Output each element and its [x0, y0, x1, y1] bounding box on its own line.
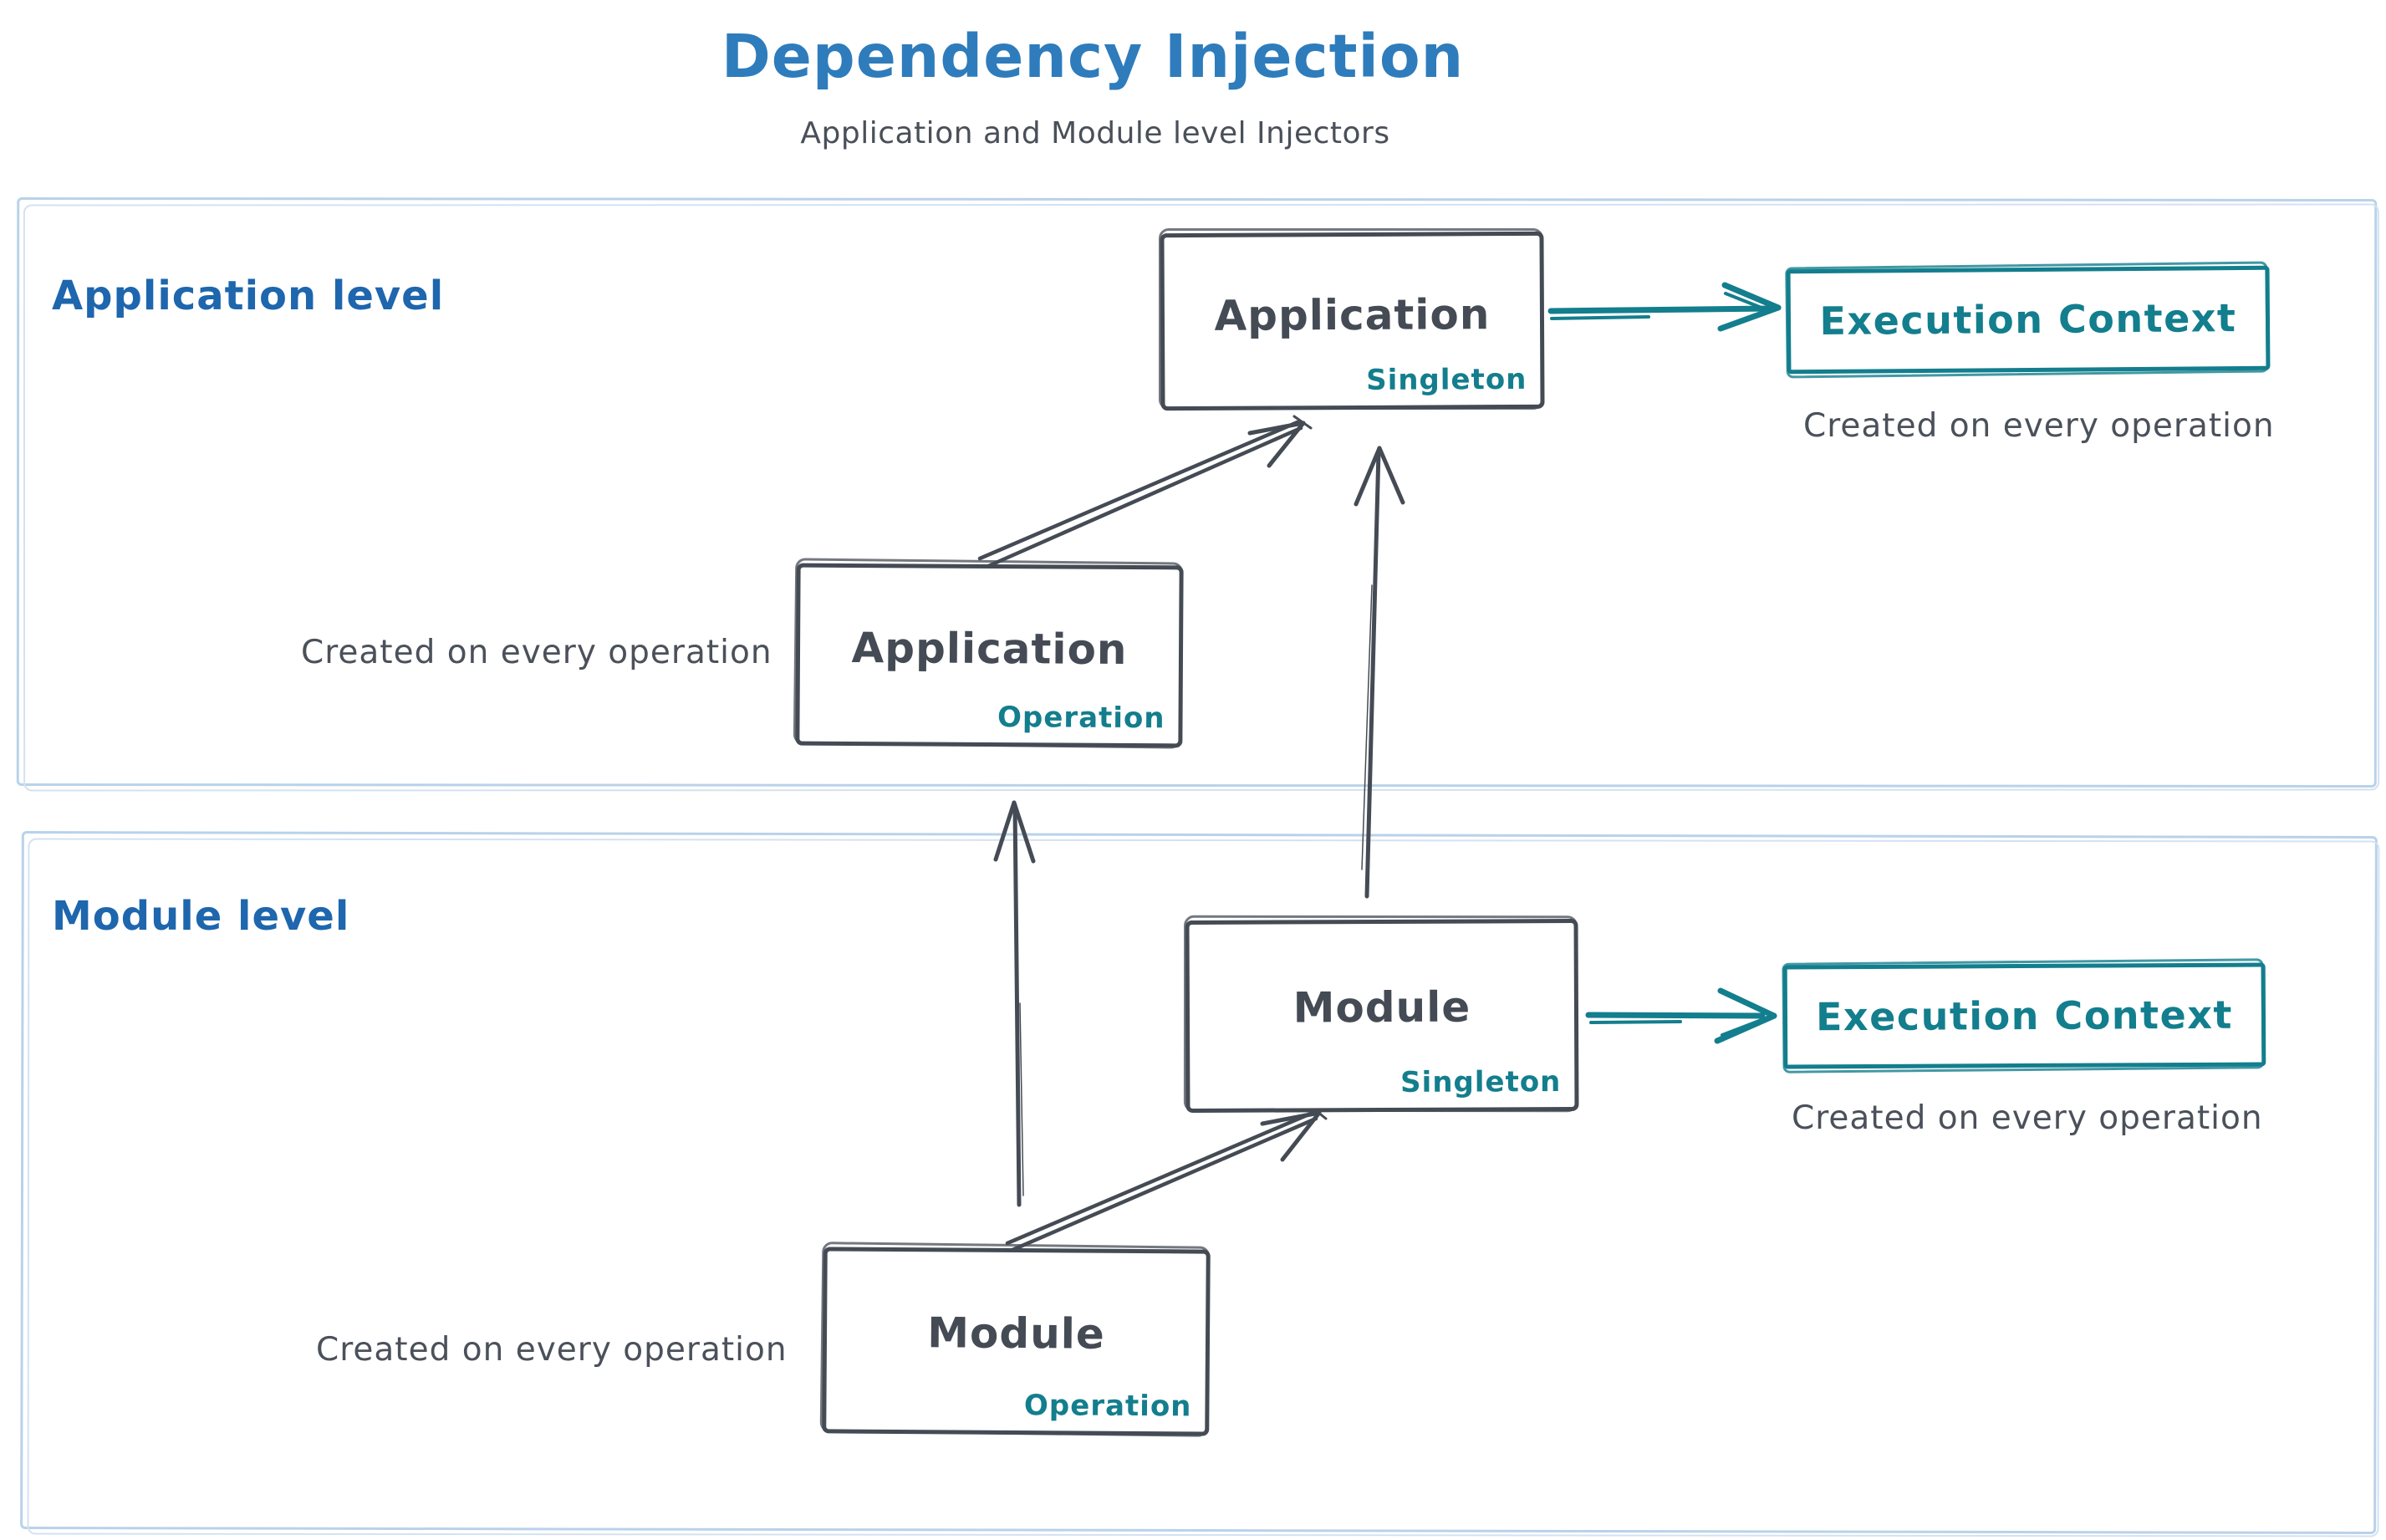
node-title: Module	[927, 1308, 1106, 1359]
node-title: Module	[1292, 982, 1471, 1033]
application-execution-context-caption: Created on every operation	[1803, 407, 2275, 445]
application-singleton-box: Application Singleton	[1160, 231, 1545, 411]
module-execution-context-box: Execution Context	[1782, 962, 2266, 1069]
page-subtitle: Application and Module level Injectors	[800, 116, 1390, 150]
scope-label: Operation	[997, 701, 1165, 736]
application-level-label: Application level	[52, 273, 445, 319]
execution-context-label: Execution Context	[1819, 295, 2237, 344]
node-title: Application	[851, 623, 1128, 674]
module-singleton-box: Module Singleton	[1185, 918, 1579, 1114]
page-title: Dependency Injection	[721, 22, 1465, 91]
application-operation-caption: Created on every operation	[301, 634, 772, 671]
node-title: Application	[1214, 289, 1491, 340]
module-operation-caption: Created on every operation	[316, 1331, 788, 1369]
scope-label: Singleton	[1400, 1065, 1562, 1099]
module-level-label: Module level	[52, 893, 350, 940]
module-operation-box: Module Operation	[822, 1247, 1211, 1436]
scope-label: Singleton	[1366, 362, 1527, 397]
execution-context-label: Execution Context	[1815, 992, 2234, 1040]
module-execution-context-caption: Created on every operation	[1792, 1099, 2263, 1137]
application-execution-context-box: Execution Context	[1786, 265, 2271, 375]
scope-label: Operation	[1023, 1389, 1192, 1424]
application-operation-box: Application Operation	[795, 563, 1184, 748]
